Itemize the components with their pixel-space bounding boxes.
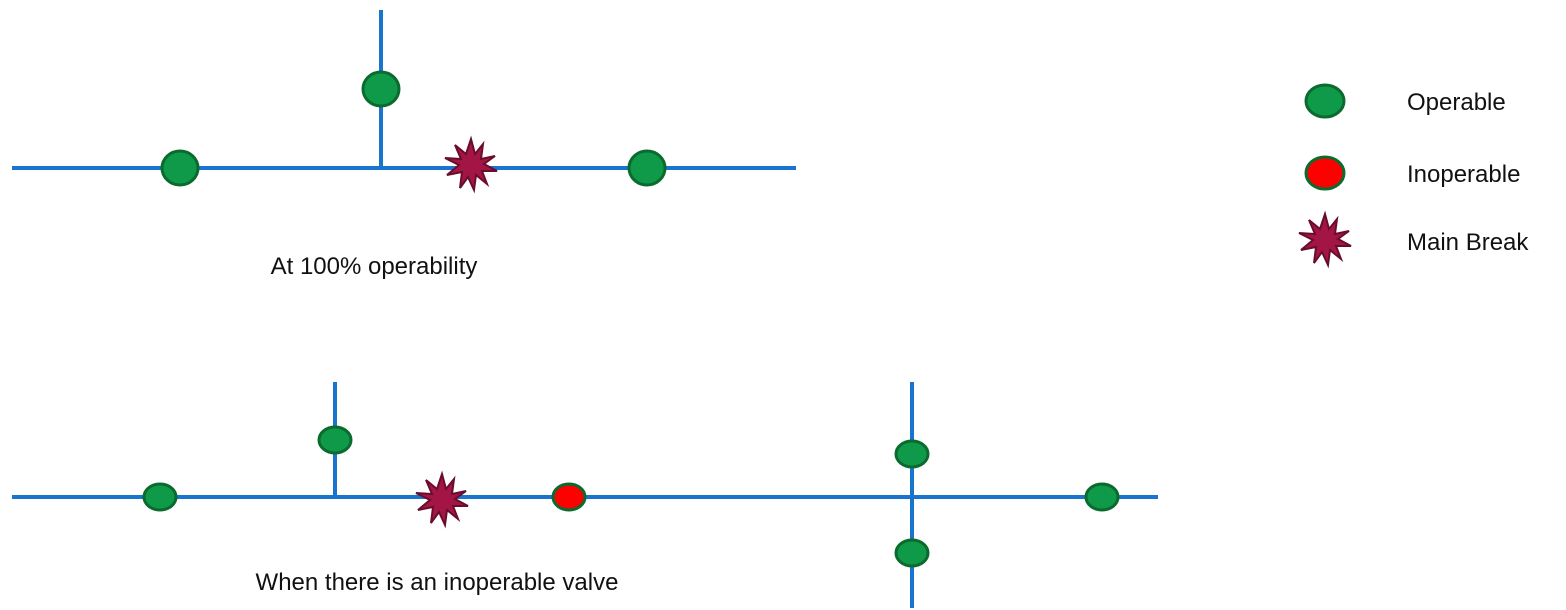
legend-item-operable: Operable [1304, 83, 1506, 119]
legend-inoperable-label: Inoperable [1407, 161, 1520, 188]
top-valve-left [160, 149, 200, 187]
bottom-valve-left [142, 482, 178, 512]
legend-operable-icon [1304, 83, 1346, 119]
legend-main-break-label: Main Break [1407, 229, 1529, 256]
bottom-main-break-icon [415, 473, 469, 526]
bottom-valve-branch-left [317, 425, 353, 455]
bottom-caption: When there is an inoperable valve [256, 569, 619, 596]
bottom-valve-right [1084, 482, 1120, 512]
legend-inoperable-icon [1304, 155, 1346, 191]
legend-operable-label: Operable [1407, 89, 1506, 116]
legend-main-break-icon [1298, 213, 1352, 266]
bottom-valve-branch-right-upper [894, 439, 930, 469]
top-valve-right [627, 149, 667, 187]
legend: Operable Inoperable Main Break [1298, 83, 1529, 266]
legend-item-main-break: Main Break [1298, 213, 1529, 266]
top-scenario: At 100% operability [12, 10, 796, 280]
top-main-break-icon [444, 138, 498, 191]
top-valve-branch [361, 70, 401, 108]
bottom-valve-inoperable [551, 482, 587, 512]
legend-item-inoperable: Inoperable [1304, 155, 1520, 191]
bottom-valve-branch-right-lower [894, 538, 930, 568]
bottom-scenario: When there is an inoperable valve [12, 382, 1158, 608]
top-caption: At 100% operability [271, 253, 478, 280]
